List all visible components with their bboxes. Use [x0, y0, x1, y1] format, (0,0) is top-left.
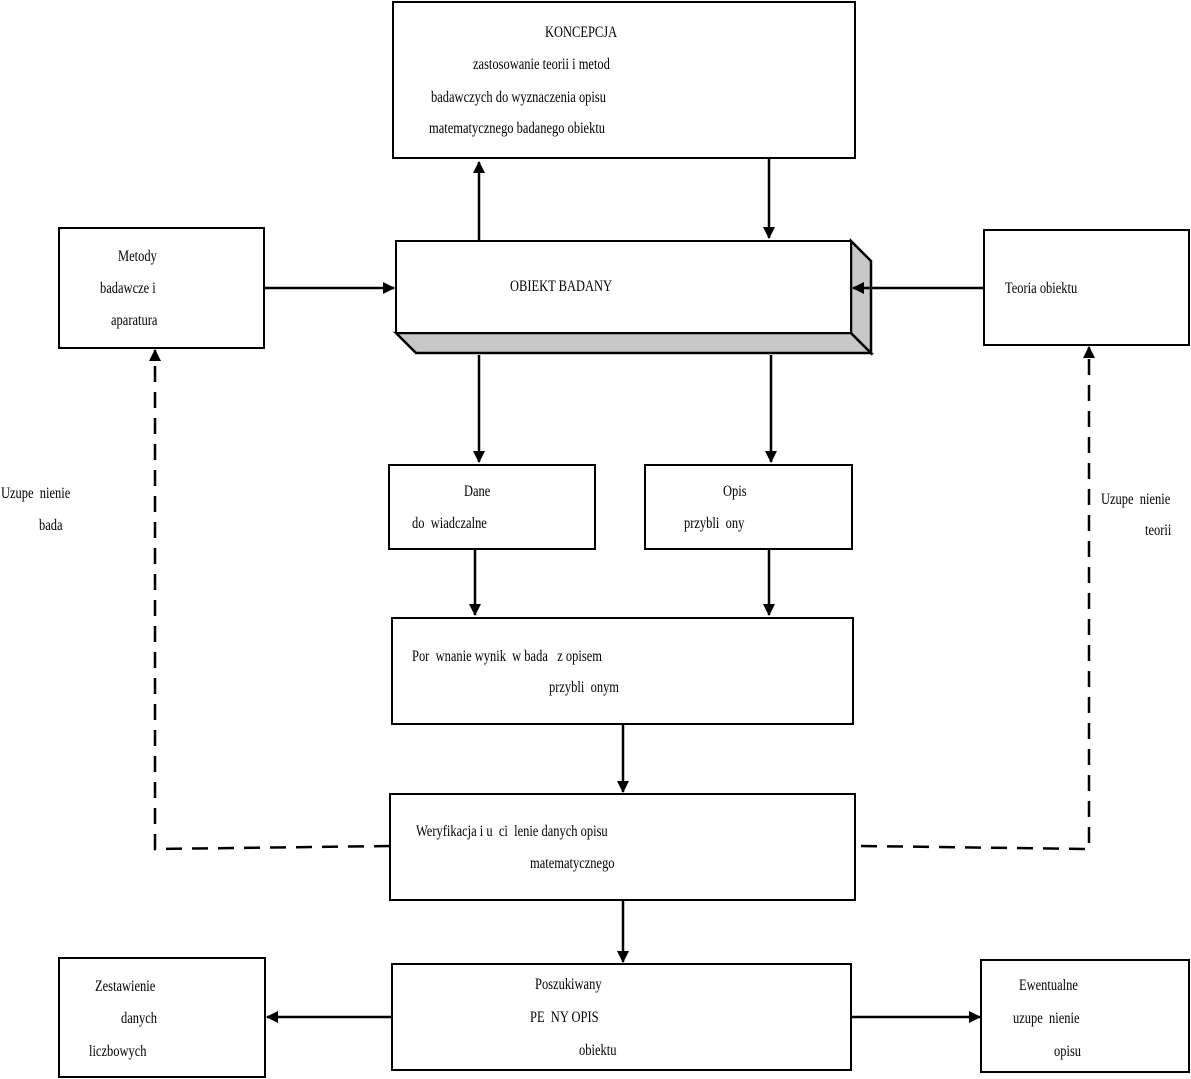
concept-line-1: zastosowanie teorii i metod: [473, 56, 610, 73]
methods-line-2: badawcze i: [100, 280, 156, 297]
data-line-1: Dane: [464, 483, 491, 500]
object-box-bottom-face: [392, 331, 875, 355]
object-box: OBIEKT BADANY: [395, 240, 852, 334]
theory-label: Teoria obiektu: [1005, 280, 1078, 297]
full-line-2: PE NY OPIS: [530, 1009, 599, 1026]
methods-box: Metody badawcze i aparatura: [58, 227, 265, 349]
supplement-box: Ewentualne uzupe nienie opisu: [980, 959, 1190, 1073]
data-line-2: do wiadczalne: [412, 515, 487, 532]
full-description-box: Poszukiwany PE NY OPIS obiektu: [391, 963, 852, 1071]
supplement-line-1: Ewentualne: [1019, 977, 1078, 994]
left-note-line-1: Uzupe nienie: [1, 485, 71, 502]
object-box-side-face: [849, 237, 873, 357]
comparison-line-2: przybli onym: [549, 679, 620, 696]
approx-line-2: przybli ony: [684, 515, 745, 532]
object-label: OBIEKT BADANY: [510, 278, 613, 295]
full-line-3: obiektu: [579, 1042, 617, 1059]
verification-line-1: Weryfikacja i u ci lenie danych opisu: [416, 823, 608, 840]
summary-box: Zestawienie danych liczbowych: [58, 957, 266, 1078]
verification-line-2: matematycznego: [530, 855, 615, 872]
dashed-path-to-methods: [149, 349, 391, 851]
concept-title: KONCEPCJA: [545, 24, 618, 41]
summary-line-1: Zestawienie: [95, 978, 156, 995]
approx-box: Opis przybli ony: [644, 464, 853, 550]
theory-box: Teoria obiektu: [983, 229, 1190, 346]
approx-line-1: Opis: [723, 483, 747, 500]
concept-line-2: badawczych do wyznaczenia opisu: [431, 89, 606, 106]
comparison-line-1: Por wnanie wynik w bada z opisem: [412, 648, 602, 665]
concept-line-3: matematycznego badanego obiektu: [429, 120, 606, 137]
summary-line-3: liczbowych: [89, 1043, 147, 1060]
supplement-line-2: uzupe nienie: [1013, 1010, 1080, 1027]
dashed-path-to-theory: [860, 346, 1095, 851]
comparison-box: Por wnanie wynik w bada z opisem przybli…: [391, 617, 854, 725]
full-line-1: Poszukiwany: [535, 976, 602, 993]
summary-line-2: danych: [121, 1010, 158, 1027]
data-box: Dane do wiadczalne: [388, 464, 596, 550]
methods-line-1: Metody: [118, 248, 157, 265]
right-note-line-1: Uzupe nienie: [1101, 491, 1171, 508]
methods-line-3: aparatura: [111, 312, 158, 329]
right-note-line-2: teorii: [1145, 522, 1172, 539]
left-note-line-2: bada: [39, 517, 63, 534]
verification-box: Weryfikacja i u ci lenie danych opisu ma…: [389, 793, 856, 901]
supplement-line-3: opisu: [1054, 1043, 1082, 1060]
concept-box: KONCEPCJA zastosowanie teorii i metod ba…: [392, 1, 856, 159]
